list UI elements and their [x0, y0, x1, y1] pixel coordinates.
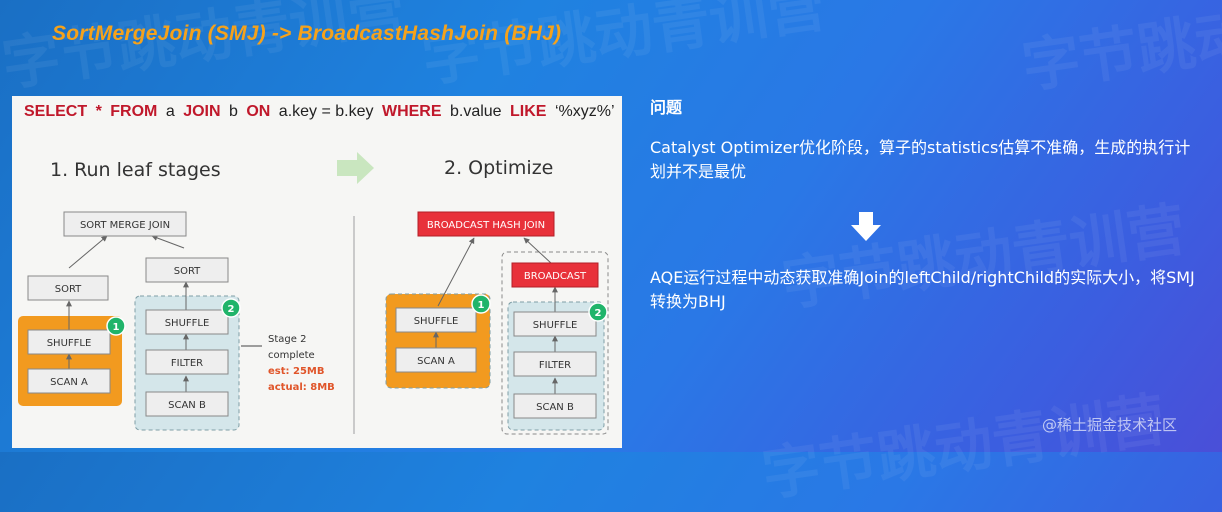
svg-text:1: 1	[478, 300, 485, 311]
edge	[68, 235, 108, 269]
node-sort-a: SORT	[27, 275, 109, 301]
stage-badge-1: 1	[106, 316, 126, 336]
stage-badge-2: 2	[221, 298, 241, 318]
svg-text:SORT MERGE JOIN: SORT MERGE JOIN	[80, 220, 170, 231]
svg-text:complete: complete	[268, 350, 315, 361]
node-shuffle-b-optimized: SHUFFLE	[513, 311, 597, 337]
svg-text:SCAN B: SCAN B	[168, 400, 206, 411]
solution-text: AQE运行过程中动态获取准确Join的leftChild/rightChild的…	[650, 268, 1195, 311]
node-broadcast: BROADCAST	[511, 262, 599, 288]
sql-query: SELECT * FROM a JOIN b ON a.key = b.key …	[24, 103, 615, 120]
section-title: 问题	[650, 98, 683, 117]
site-watermark: @稀土掘金技术社区	[1042, 416, 1178, 434]
svg-text:Stage 2: Stage 2	[268, 334, 306, 345]
node-shuffle-b: SHUFFLE	[145, 309, 229, 335]
node-sort-b: SORT	[145, 257, 229, 283]
svg-text:2: 2	[595, 308, 602, 319]
edge	[437, 237, 475, 307]
svg-text:SHUFFLE: SHUFFLE	[47, 338, 92, 349]
svg-text:BROADCAST HASH JOIN: BROADCAST HASH JOIN	[427, 220, 545, 231]
svg-text:SCAN A: SCAN A	[417, 356, 455, 367]
node-shuffle-a: SHUFFLE	[27, 329, 111, 355]
diagram-canvas: SELECT * FROM a JOIN b ON a.key = b.key …	[18, 103, 615, 435]
slide-title: SortMergeJoin (SMJ) -> BroadcastHashJoin…	[52, 22, 562, 45]
node-filter-b: FILTER	[145, 349, 229, 375]
join-optimization-diagram: SELECT * FROM a JOIN b ON a.key = b.key …	[12, 96, 622, 448]
broadcast-group	[501, 251, 609, 435]
svg-text:SHUFFLE: SHUFFLE	[165, 318, 210, 329]
down-arrow-icon	[851, 212, 881, 241]
node-scan-b: SCAN B	[145, 391, 229, 417]
edge	[523, 237, 553, 265]
svg-text:2: 2	[228, 304, 235, 315]
transition-arrow	[337, 152, 374, 184]
svg-text:1: 1	[113, 322, 120, 333]
background-watermark: 字节跳动青训营	[0, 0, 410, 99]
explanation-panel: 问题 Catalyst Optimizer优化阶段，算子的statistics估…	[650, 0, 1210, 452]
svg-text:SCAN A: SCAN A	[50, 377, 88, 388]
svg-text:BROADCAST: BROADCAST	[524, 271, 587, 282]
node-scan-a: SCAN A	[27, 368, 111, 394]
stage-note: Stage 2 complete est: 25MB actual: 8MB	[268, 334, 335, 393]
node-sort-merge-join: SORT MERGE JOIN	[63, 211, 187, 237]
svg-text:SORT: SORT	[55, 284, 82, 295]
edge	[151, 235, 185, 249]
svg-text:SORT: SORT	[174, 266, 201, 277]
svg-text:SHUFFLE: SHUFFLE	[414, 316, 459, 327]
stage-badge-2-optimized: 2	[588, 302, 608, 322]
svg-text:SHUFFLE: SHUFFLE	[533, 320, 578, 331]
node-scan-a-optimized: SCAN A	[395, 347, 477, 373]
node-filter-b-optimized: FILTER	[513, 351, 597, 377]
node-shuffle-a-optimized: SHUFFLE	[395, 307, 477, 333]
node-broadcast-hash-join: BROADCAST HASH JOIN	[417, 211, 555, 237]
right-heading: 2. Optimize	[444, 157, 553, 179]
left-heading: 1. Run leaf stages	[50, 159, 221, 181]
stage-badge-1-optimized: 1	[471, 294, 491, 314]
svg-text:actual: 8MB: actual: 8MB	[268, 382, 335, 393]
node-scan-b-optimized: SCAN B	[513, 393, 597, 419]
svg-text:FILTER: FILTER	[171, 358, 203, 369]
svg-text:est: 25MB: est: 25MB	[268, 366, 324, 377]
problem-text: Catalyst Optimizer优化阶段，算子的statistics估算不准…	[650, 138, 1191, 181]
svg-text:SCAN B: SCAN B	[536, 402, 574, 413]
svg-text:FILTER: FILTER	[539, 360, 571, 371]
